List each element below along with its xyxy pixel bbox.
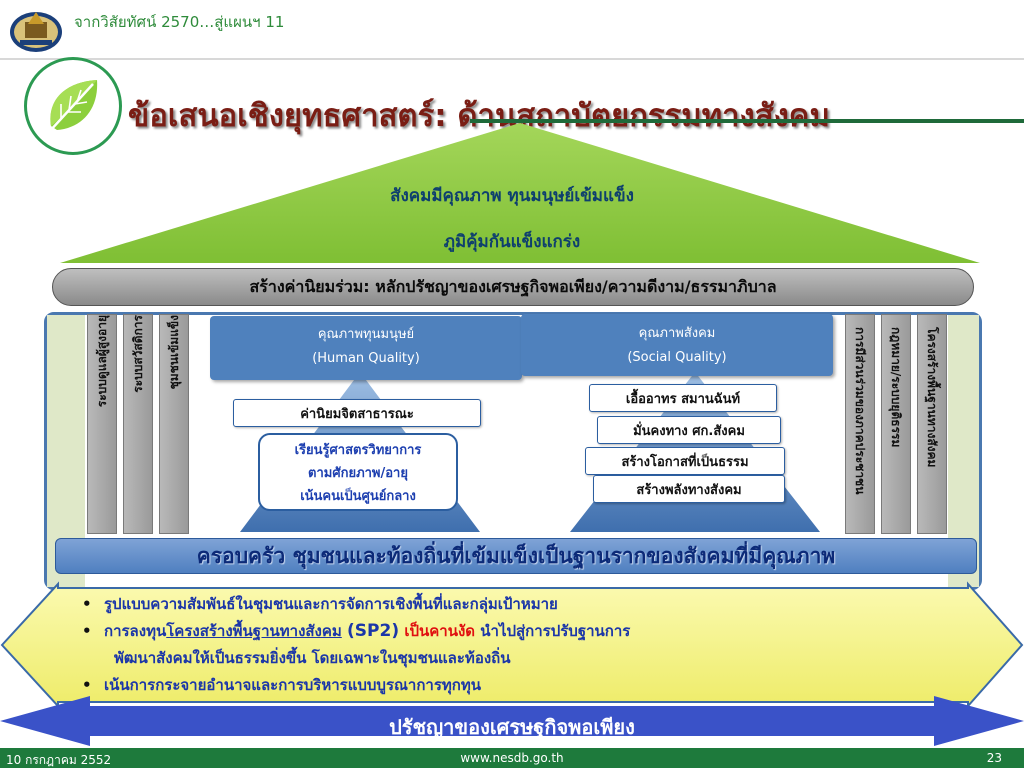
page-title: ข้อเสนอเชิงยุทธศาสตร์: ด้านสถาบัตยกรรมทา… xyxy=(128,98,830,134)
pillar-label: โครงสร้างพื้นฐานทางสังคม xyxy=(925,327,939,468)
bullet-row: •รูปแบบความสัมพันธ์ในชุมชนและการจัดการเช… xyxy=(82,595,558,613)
title-underline xyxy=(470,119,1024,123)
bullet-code: (SP2) xyxy=(347,621,400,641)
bullet-red-text: เป็นคานงัด xyxy=(404,622,476,640)
footer-url[interactable]: www.nesdb.go.th xyxy=(460,751,564,765)
human-quality-title: คุณภาพทุนมนุษย์ xyxy=(317,327,415,342)
roof-triangle xyxy=(60,123,980,263)
learning-line: เน้นคนเป็นศูนย์กลาง xyxy=(300,489,416,504)
bullet-row: •การลงทุนโครงสร้างพื้นฐานทางสังคม (SP2) … xyxy=(82,621,631,641)
bullet-highlight: โครงสร้างพื้นฐานทางสังคม xyxy=(166,622,342,640)
sufficiency-philosophy: ปรัชญาของเศรษฐกิจพอเพียง xyxy=(389,715,635,739)
bullet-text: นำไปสู่การปรับฐานการ xyxy=(480,622,631,640)
header-divider xyxy=(0,58,1024,60)
pillar-label: การมีส่วนร่วมของภาคประชาชน xyxy=(853,327,867,495)
emblem-icon xyxy=(10,12,62,52)
bullet-text: รูปแบบความสัมพันธ์ในชุมชนและการจัดการเชิ… xyxy=(104,595,558,613)
pillar-public-participation: การมีส่วนร่วมของภาคประชาชน xyxy=(845,314,875,534)
leaf-badge xyxy=(24,57,122,155)
pillar-elderly-care: ระบบดูแลผู้สูงอายุ xyxy=(87,314,117,534)
header-subtitle: จากวิสัยทัศน์ 2570…สู่แผนฯ 11 xyxy=(74,13,285,31)
roof-line-1: สังคมมีคุณภาพ ทุนมนุษย์เข้มแข็ง xyxy=(390,186,634,206)
pillar-welfare: ระบบสวัสดิการ xyxy=(123,314,153,534)
social-quality-title: คุณภาพสังคม xyxy=(638,326,716,341)
leaf-icon xyxy=(48,80,98,133)
bullet-text: เน้นการกระจายอำนาจและการบริหารแบบบูรณากา… xyxy=(104,676,482,694)
pillar-label: ชุมชนเข้มแข็ง xyxy=(167,315,181,390)
family-community-banner: ครอบครัว ชุมชนและท้องถิ่นที่เข้มแข็งเป็น… xyxy=(55,538,977,574)
pillar-label: กฎหมาย/ระบบยุติธรรม xyxy=(889,327,903,448)
footer-bar xyxy=(0,748,1024,768)
roof-line-2: ภูมิคุ้มกันแข็งแกร่ง xyxy=(443,232,581,252)
footer-date: 10 กรกฎาคม 2552 xyxy=(6,753,112,767)
shared-values-beam: สร้างค่านิยมร่วม: หลักปรัชญาของเศรษฐกิจพ… xyxy=(52,268,974,306)
double-arrow-yellow xyxy=(0,581,1024,709)
human-quality-box: คุณภาพทุนมนุษย์ (Human Quality) xyxy=(210,316,522,380)
social-item: สร้างโอกาสที่เป็นธรรม xyxy=(585,447,785,475)
human-quality-subtitle: (Human Quality) xyxy=(312,351,420,366)
social-item: เอื้ออาทร สมานฉันท์ xyxy=(589,384,777,412)
page-number: 23 xyxy=(986,751,1002,765)
pillar-strong-community: ชุมชนเข้มแข็ง xyxy=(159,314,189,534)
learning-line: ตามศักยภาพ/อายุ xyxy=(308,466,408,481)
social-quality-subtitle: (Social Quality) xyxy=(627,350,727,365)
public-mind-pill: ค่านิยมจิตสาธารณะ xyxy=(233,399,481,427)
pillar-label: ระบบสวัสดิการ xyxy=(131,315,145,393)
bullet-text: การลงทุน xyxy=(104,622,167,640)
learning-box: เรียนรู้ศาสตรวิทยาการ ตามศักยภาพ/อายุ เน… xyxy=(258,433,458,511)
pillar-law-justice: กฎหมาย/ระบบยุติธรรม xyxy=(881,314,911,534)
social-item: สร้างพลังทางสังคม xyxy=(593,475,785,503)
learning-line: เรียนรู้ศาสตรวิทยาการ xyxy=(294,443,422,458)
pillar-label: ระบบดูแลผู้สูงอายุ xyxy=(95,315,109,408)
social-item: มั่นคงทาง ศก.สังคม xyxy=(597,416,781,444)
bullet-continuation: พัฒนาสังคมให้เป็นธรรมยิ่งขึ้น โดยเฉพาะใน… xyxy=(114,649,511,667)
double-arrow-blue xyxy=(0,696,1024,746)
social-quality-box: คุณภาพสังคม (Social Quality) xyxy=(521,314,833,376)
pillar-social-infrastructure: โครงสร้างพื้นฐานทางสังคม xyxy=(917,314,947,534)
bullet-row: •เน้นการกระจายอำนาจและการบริหารแบบบูรณาก… xyxy=(82,676,482,694)
